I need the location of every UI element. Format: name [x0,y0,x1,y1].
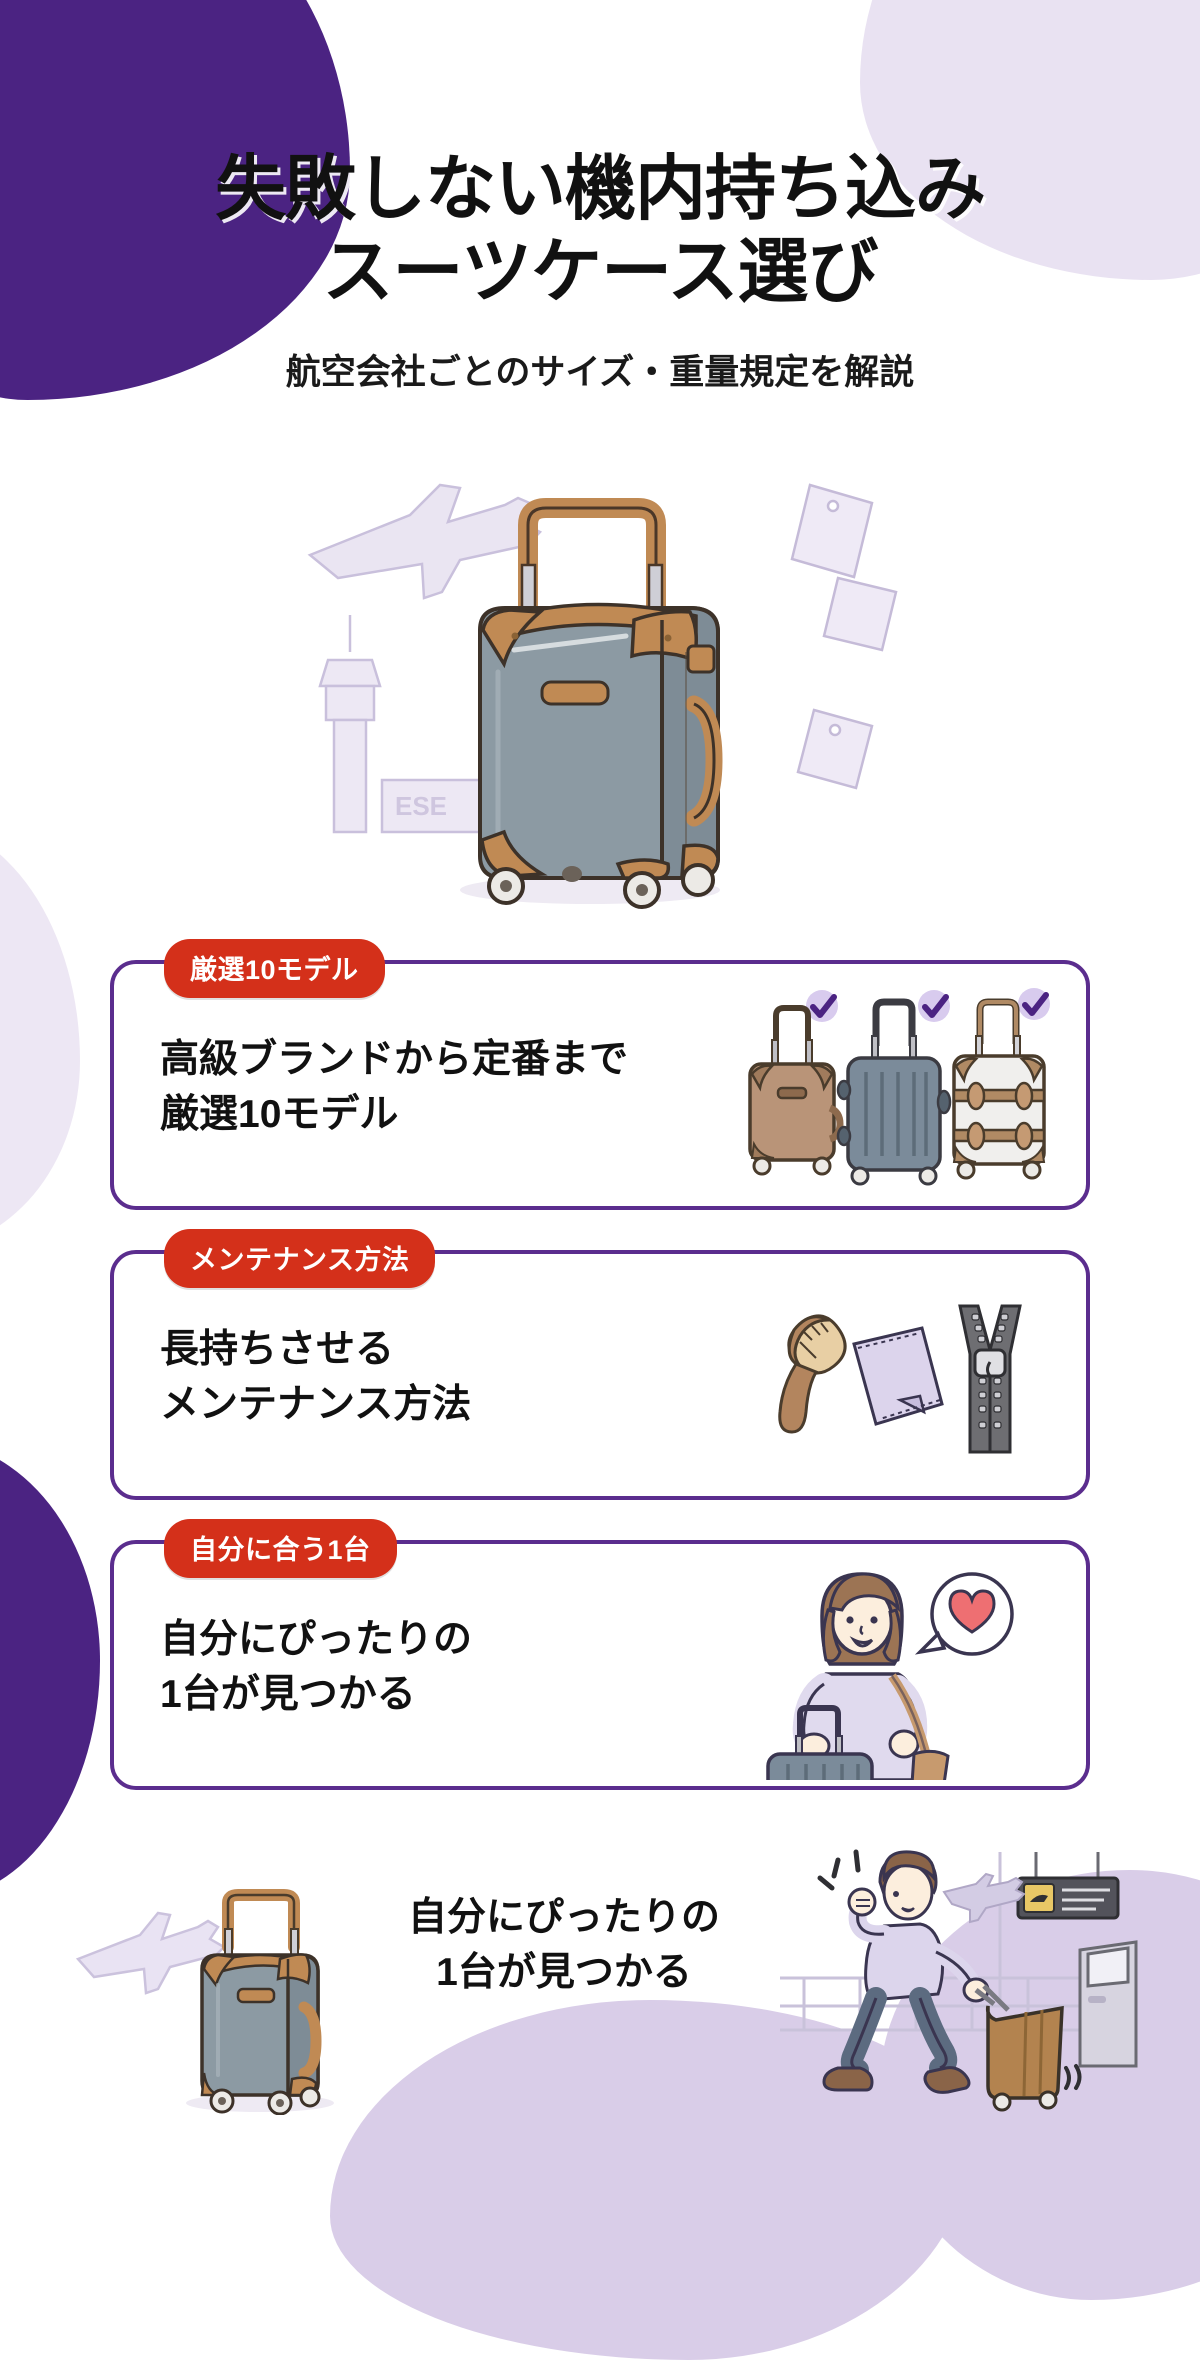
zipper-icon [958,1304,1022,1454]
woman-figure-icon [792,1572,950,1786]
check-in-kiosk-icon [1078,1940,1138,2068]
suitcase-icon [460,498,723,909]
suitcase-tan-icon [748,1005,844,1176]
card-2-art [734,1292,1034,1472]
excitement-marks-icon [817,1849,861,1891]
woman-with-suitcase-icon [766,1572,1014,1816]
hero-svg: ESE [307,483,898,909]
three-suitcases-icon [748,988,1050,1186]
suitcase-trunk-icon [952,998,1046,1180]
motion-marks-icon [1064,2064,1082,2090]
card-2-text: 長持ちさせる メンテナンス方法 [160,1322,471,1433]
card-3-art [766,1558,1046,1816]
page-subtitle: 航空会社ごとのサイズ・重量規定を解説 [285,352,915,392]
card-2-text-line-1: 長持ちさせる [160,1328,395,1371]
man-figure-icon [822,1850,990,2094]
card-3-text-line-1: 自分にぴったりの [160,1618,473,1661]
feature-card-3[interactable]: 自分に合う1台 自分にぴったりの 1台が見つかる [110,1519,1090,1816]
suitcase-icon [186,1889,334,2116]
footer-right-art [780,1830,1180,2135]
card-2-badge: メンテナンス方法 [164,1229,436,1288]
card-1-text-line-1: 高級ブランドから定番まで [160,1038,629,1081]
card-1-text-line-2: 厳選10モデル [160,1093,399,1137]
card-3-text: 自分にぴったりの 1台が見つかる [160,1612,472,1723]
suitcase-grey-icon [836,998,952,1186]
suitcase-icon [974,1984,1064,2112]
card-1-badge: 厳選10モデル [164,939,385,998]
card-3-text-line-2: 1台が見つかる [160,1673,416,1717]
brush-icon [778,1314,847,1434]
feature-card-1[interactable]: 厳選10モデル 高級ブランドから定番まで 厳選10モデル [110,939,1090,1210]
tower-sign-text: ESE [395,791,447,821]
footer-section: 自分にぴったりの 1台が見つかる [0,1830,1200,2150]
airplane-and-suitcase-icon [75,1889,334,2116]
luggage-tag-icon [790,483,898,790]
heart-speech-bubble-icon [914,1572,1014,1656]
airplane-icon [75,1911,227,1995]
footer-text: 自分にぴったりの 1台が見つかる [408,1890,720,2001]
man-walking-airport-icon [780,1849,1138,2112]
footer-text-line-2: 1台が見つかる [436,1951,692,1995]
maintenance-tools-icon [778,1304,1022,1454]
card-3-badge: 自分に合う1台 [164,1519,397,1578]
footer-left-art [70,1855,360,2120]
page-title-line-2: スーツケース選び [322,232,878,312]
airplane-icon [942,1872,1026,1924]
airplane-icon [307,483,543,600]
card-2-text-line-2: メンテナンス方法 [160,1383,472,1427]
page-title-line-1: 失敗しない機内持ち込み [214,150,986,229]
header: 失敗しない機内持ち込み スーツケース選び 航空会社ごとのサイズ・重量規定を解説 [0,150,1200,395]
card-1-text: 高級ブランドから定番まで 厳選10モデル [160,1032,628,1143]
footer-text-line-1: 自分にぴったりの [408,1896,721,1939]
card-1-art [726,978,1056,1193]
hero-illustration: ESE [0,460,1200,930]
check-icon-group [806,988,1050,1022]
cloth-icon [852,1326,944,1426]
flight-info-sign-icon [1016,1852,1120,1920]
feature-card-2[interactable]: メンテナンス方法 長持ちさせる メンテナンス方法 [110,1229,1090,1500]
